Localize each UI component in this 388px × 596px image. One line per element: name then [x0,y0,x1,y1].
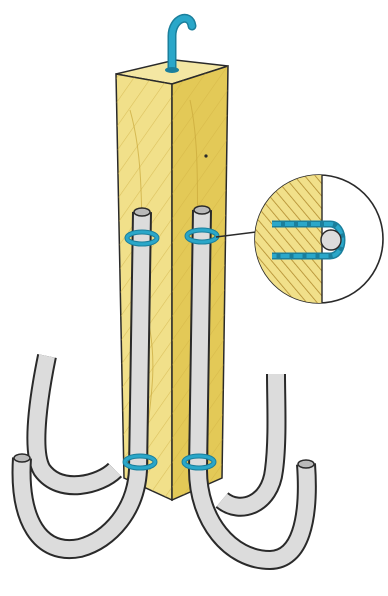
tube-back-left [36,356,115,485]
detail-inset [250,170,383,310]
tube-back-right [222,374,277,507]
